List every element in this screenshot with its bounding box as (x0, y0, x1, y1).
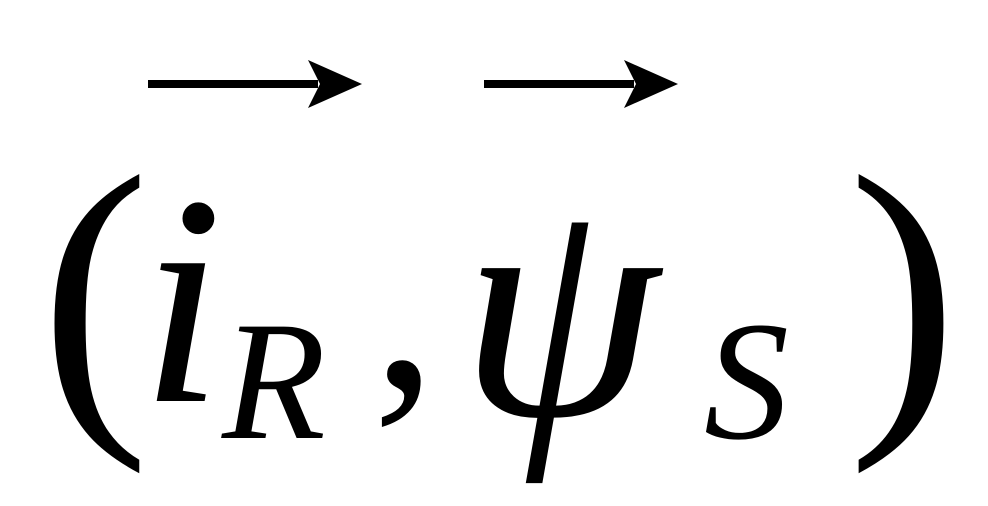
subscript-s: S (704, 287, 789, 475)
comma-separator: , (372, 156, 437, 444)
vector-psi-symbol: ψ (460, 131, 659, 485)
open-parenthesis: ( (40, 110, 150, 475)
vector-arrow-icon (148, 60, 362, 108)
vector-i-symbol: i (140, 134, 224, 466)
vector-arrow-icon (484, 60, 678, 108)
close-parenthesis: ) (848, 110, 958, 475)
subscript-r: R (222, 287, 326, 475)
